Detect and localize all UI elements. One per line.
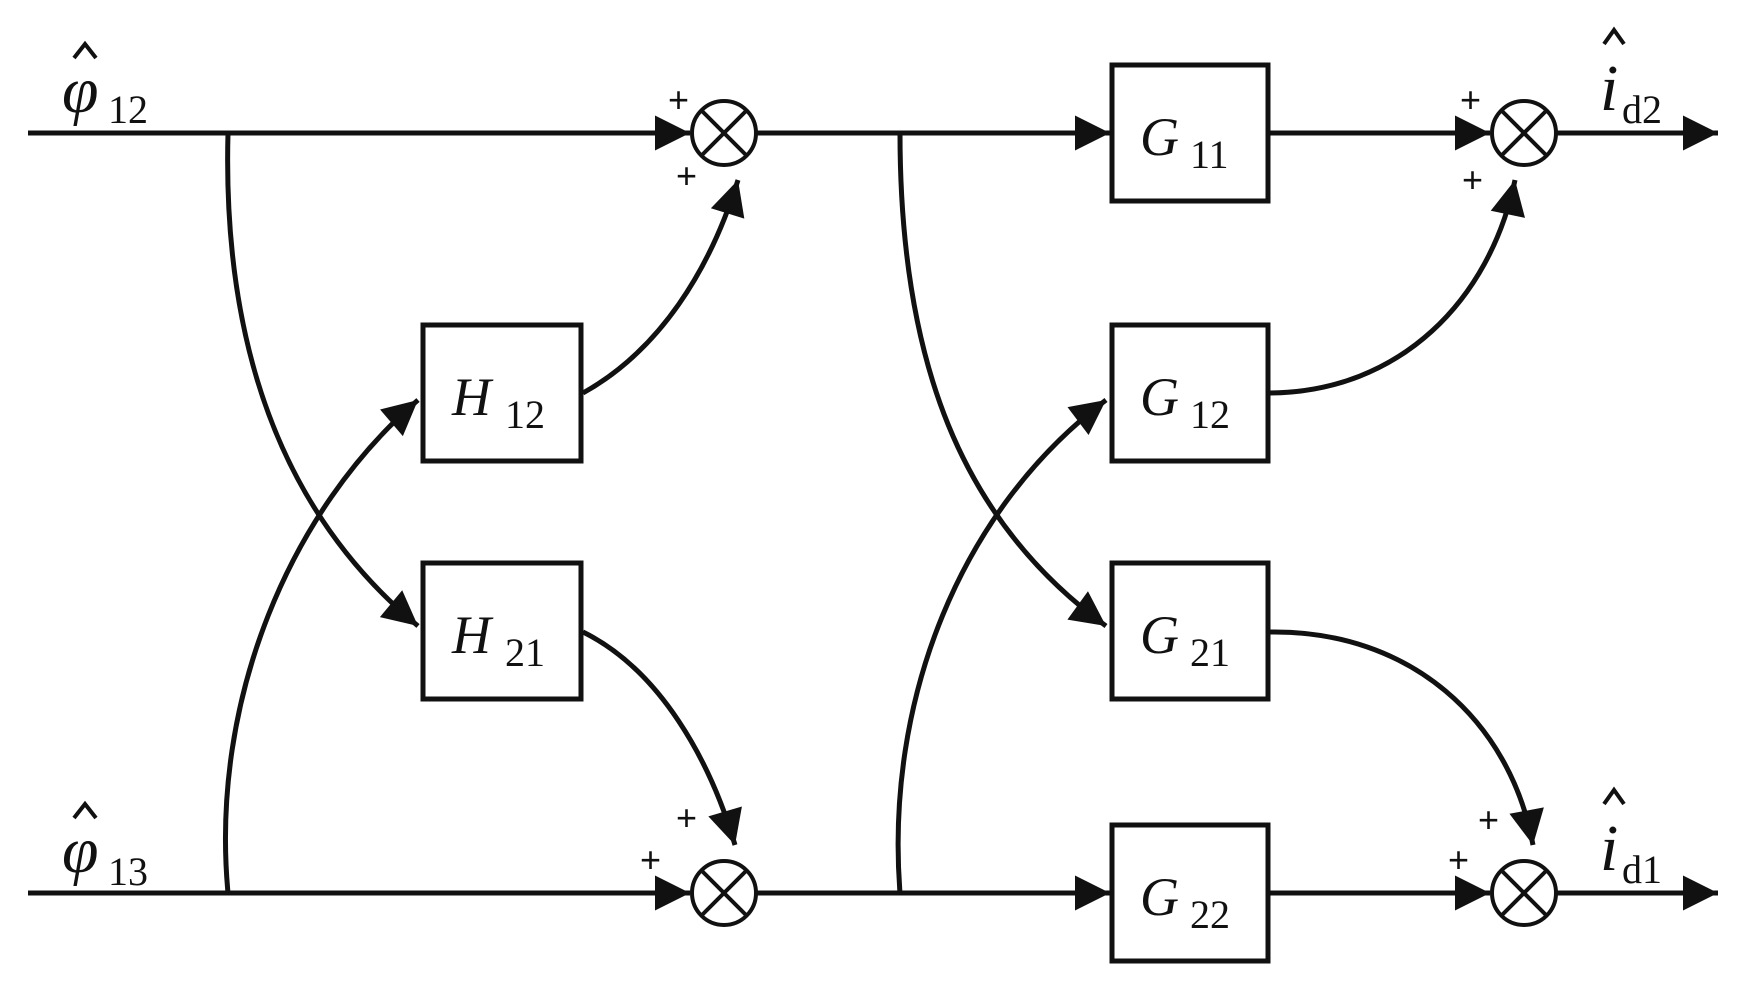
block-g21-symbol: G: [1140, 605, 1179, 665]
block-h12: H 12: [420, 322, 584, 464]
output-label-id1: i d1: [1600, 786, 1662, 892]
hat-icon: [72, 40, 98, 60]
hat-icon: [1602, 26, 1626, 46]
output-label-id2: i d2: [1600, 26, 1662, 132]
input-phi12-subscript: 12: [108, 87, 148, 132]
sign-top-left-feedback-plus: +: [676, 155, 697, 196]
wire-phi12-to-h21: [225, 132, 420, 628]
wire-mid-bottom-to-g12: [895, 398, 1108, 894]
block-h12-subscript: 12: [505, 392, 545, 437]
block-g11: G 11: [1109, 62, 1271, 204]
output-id2-subscript: d2: [1622, 87, 1662, 132]
wire-h12-to-sum-top-left: [581, 179, 745, 396]
block-g22-subscript: 22: [1190, 892, 1230, 937]
input-phi13-subscript: 13: [108, 849, 148, 894]
input-phi12-symbol: φ: [62, 54, 99, 127]
sum-junction-bottom-right: [1490, 859, 1558, 927]
sum-junction-top-right: [1490, 99, 1558, 167]
block-h21: H 21: [420, 560, 584, 702]
block-g21: G 21: [1109, 560, 1271, 702]
block-g21-subscript: 21: [1190, 630, 1230, 675]
output-id2-symbol: i: [1600, 52, 1618, 125]
wire-g21-to-sum-bottom-right: [1269, 629, 1544, 846]
output-id1-symbol: i: [1600, 812, 1618, 885]
sign-top-right-feedback-plus: +: [1462, 159, 1483, 200]
sum-junction-bottom-left: [690, 859, 758, 927]
block-g22-symbol: G: [1140, 867, 1179, 927]
sum-junction-top-left: [690, 99, 758, 167]
block-g12-subscript: 12: [1190, 392, 1230, 437]
block-g22: G 22: [1109, 822, 1271, 964]
wire-mid-top-to-g21: [897, 132, 1108, 629]
input-phi13-symbol: φ: [62, 814, 99, 887]
sign-top-left-input-plus: +: [668, 79, 689, 120]
wire-h21-to-sum-bottom-left: [581, 629, 742, 846]
sign-bottom-left-feedback-plus: +: [676, 797, 697, 838]
hat-icon: [1602, 786, 1626, 806]
block-g11-symbol: G: [1140, 107, 1179, 167]
block-g11-subscript: 11: [1190, 132, 1229, 177]
wire-g12-to-sum-top-right: [1269, 179, 1525, 396]
sign-top-right-input-plus: +: [1460, 79, 1481, 120]
hat-icon: [72, 800, 98, 820]
block-h12-symbol: H: [451, 367, 494, 427]
sign-bottom-left-input-plus: +: [640, 839, 661, 880]
sign-bottom-right-feedback-plus: +: [1478, 799, 1499, 840]
block-h21-symbol: H: [451, 605, 494, 665]
block-g12: G 12: [1109, 322, 1271, 464]
block-h21-subscript: 21: [505, 630, 545, 675]
sign-bottom-right-input-plus: +: [1448, 839, 1469, 880]
input-label-phi13: φ 13: [62, 800, 148, 894]
input-label-phi12: φ 12: [62, 40, 148, 132]
output-id1-subscript: d1: [1622, 847, 1662, 892]
block-g12-symbol: G: [1140, 367, 1179, 427]
wire-phi13-to-h12: [223, 398, 420, 894]
